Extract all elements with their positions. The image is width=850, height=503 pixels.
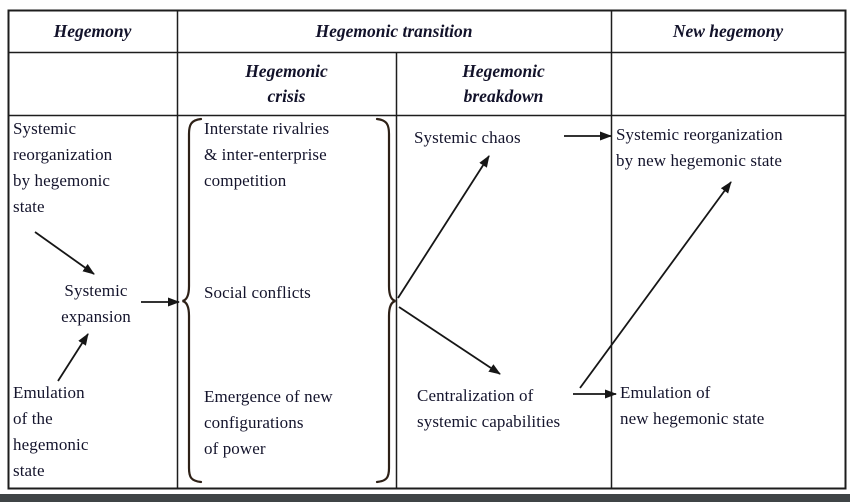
node-social-conflicts: Social conflicts xyxy=(204,283,311,302)
subheader-hegemonic-crisis: Hegemonic crisis xyxy=(245,60,328,106)
node-emergence-configurations-power: Emergence of new configurations of power xyxy=(204,387,333,458)
bottom-band xyxy=(0,494,850,502)
arrow-reorg-to-expansion xyxy=(34,231,95,275)
arrow-crisis-to-centralization xyxy=(398,306,501,375)
close-brace xyxy=(375,117,396,484)
node-systemic-reorganization-new: Systemic reorganization by new hegemonic… xyxy=(616,125,783,170)
arrow-crisis-to-chaos xyxy=(397,155,490,299)
node-centralization-capabilities: Centralization of systemic capabilities xyxy=(417,386,561,431)
node-emulation-new: Emulation of new hegemonic state xyxy=(620,383,765,428)
node-systemic-reorganization-hegemonic: Systemic reorganization by hegemonic sta… xyxy=(13,119,113,216)
arrow-emulation-to-expansion xyxy=(57,333,89,382)
open-brace xyxy=(182,117,203,484)
table-outer-border xyxy=(7,9,847,490)
node-systemic-chaos: Systemic chaos xyxy=(414,128,521,147)
node-systemic-expansion: Systemic expansion xyxy=(61,281,131,326)
arrow-centralization-to-reorg-new xyxy=(579,181,732,389)
header-hegemony: Hegemony xyxy=(53,20,132,41)
node-emulation-hegemonic: Emulation of the hegemonic state xyxy=(13,383,89,480)
subheader-hegemonic-breakdown: Hegemonic breakdown xyxy=(462,60,545,106)
header-new-hegemony: New hegemony xyxy=(672,20,784,41)
header-hegemonic-transition: Hegemonic transition xyxy=(315,20,473,41)
node-interstate-rivalries: Interstate rivalries & inter-enterprise … xyxy=(204,119,330,190)
